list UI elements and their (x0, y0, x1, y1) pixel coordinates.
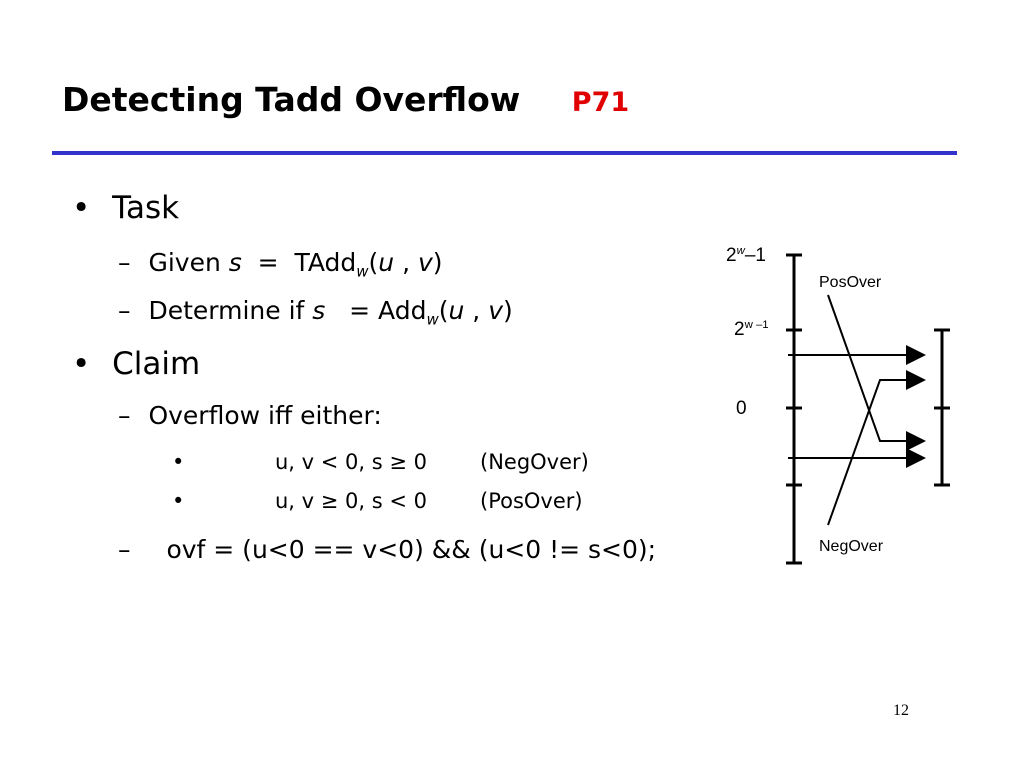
code-text: ovf = (u<0 == v<0) && (u<0 != s<0); (166, 535, 657, 564)
page-reference: P71 (571, 87, 630, 118)
given-u: u (378, 248, 395, 277)
label-negover: NegOver (819, 538, 884, 555)
dash-icon: – (118, 296, 131, 325)
title-text: Detecting Tadd Overflow (62, 80, 521, 119)
neg-label: (NegOver) (480, 450, 589, 474)
label-max-value: 2w–1 (726, 245, 766, 266)
given-eq: = TAdd (241, 248, 357, 277)
task-label: Task (112, 190, 180, 226)
determine-eq: = Add (325, 296, 427, 325)
label-zero: 0 (736, 398, 747, 419)
arrow-negover (827, 370, 926, 526)
pos-condition: u, v ≥ 0, s < 0 (275, 489, 427, 513)
claim-label: Claim (112, 346, 201, 382)
slide-title: Detecting Tadd Overflow P71 (62, 80, 629, 119)
overflow-diagram (786, 253, 950, 565)
bullet-task: • Task (72, 190, 179, 226)
code-line: – ovf = (u<0 == v<0) && (u<0 != s<0); (118, 535, 656, 564)
determine-prefix: Determine if (148, 296, 313, 325)
determine-close: ) (503, 296, 513, 325)
given-s: s (228, 248, 242, 277)
sub-bullet-given: – Given s = TAddw(u , v) (118, 248, 443, 280)
bullet-dot-icon: • (72, 190, 91, 226)
left-axis (786, 253, 802, 565)
given-comma: , (394, 248, 418, 277)
page-number: 12 (893, 702, 909, 719)
overflow-iff-text: Overflow iff either: (148, 401, 382, 430)
sub-bullet-determine: – Determine if s = Addw(u , v) (118, 296, 513, 328)
label-posover: PosOver (819, 274, 882, 291)
given-v: v (418, 248, 433, 277)
sub-sub-bullet-pos: • (172, 489, 184, 513)
dash-icon: – (118, 401, 131, 430)
right-axis (934, 328, 950, 487)
determine-comma: , (464, 296, 489, 325)
small-dot-icon: • (172, 450, 185, 474)
pos-label: (PosOver) (480, 489, 583, 513)
dash-icon: – (118, 248, 131, 277)
bullet-dot-icon: • (72, 346, 91, 382)
given-close: ) (432, 248, 443, 277)
sub-bullet-overflow: – Overflow iff either: (118, 401, 382, 430)
dash-icon: – (118, 535, 131, 564)
arrow-posover (827, 294, 926, 451)
title-divider (52, 151, 957, 155)
determine-v: v (488, 296, 503, 325)
neg-condition: u, v < 0, s ≥ 0 (275, 450, 427, 474)
determine-open: ( (438, 296, 449, 325)
label-half-value: 2w –1 (734, 319, 769, 340)
given-open: ( (368, 248, 379, 277)
given-sub: w (356, 262, 369, 281)
bullet-claim: • Claim (72, 346, 200, 382)
given-prefix: Given (148, 248, 229, 277)
small-dot-icon: • (172, 489, 185, 513)
determine-sub: w (426, 310, 439, 329)
determine-s: s (312, 296, 326, 325)
determine-u: u (448, 296, 465, 325)
sub-sub-bullet-neg: • (172, 450, 184, 474)
